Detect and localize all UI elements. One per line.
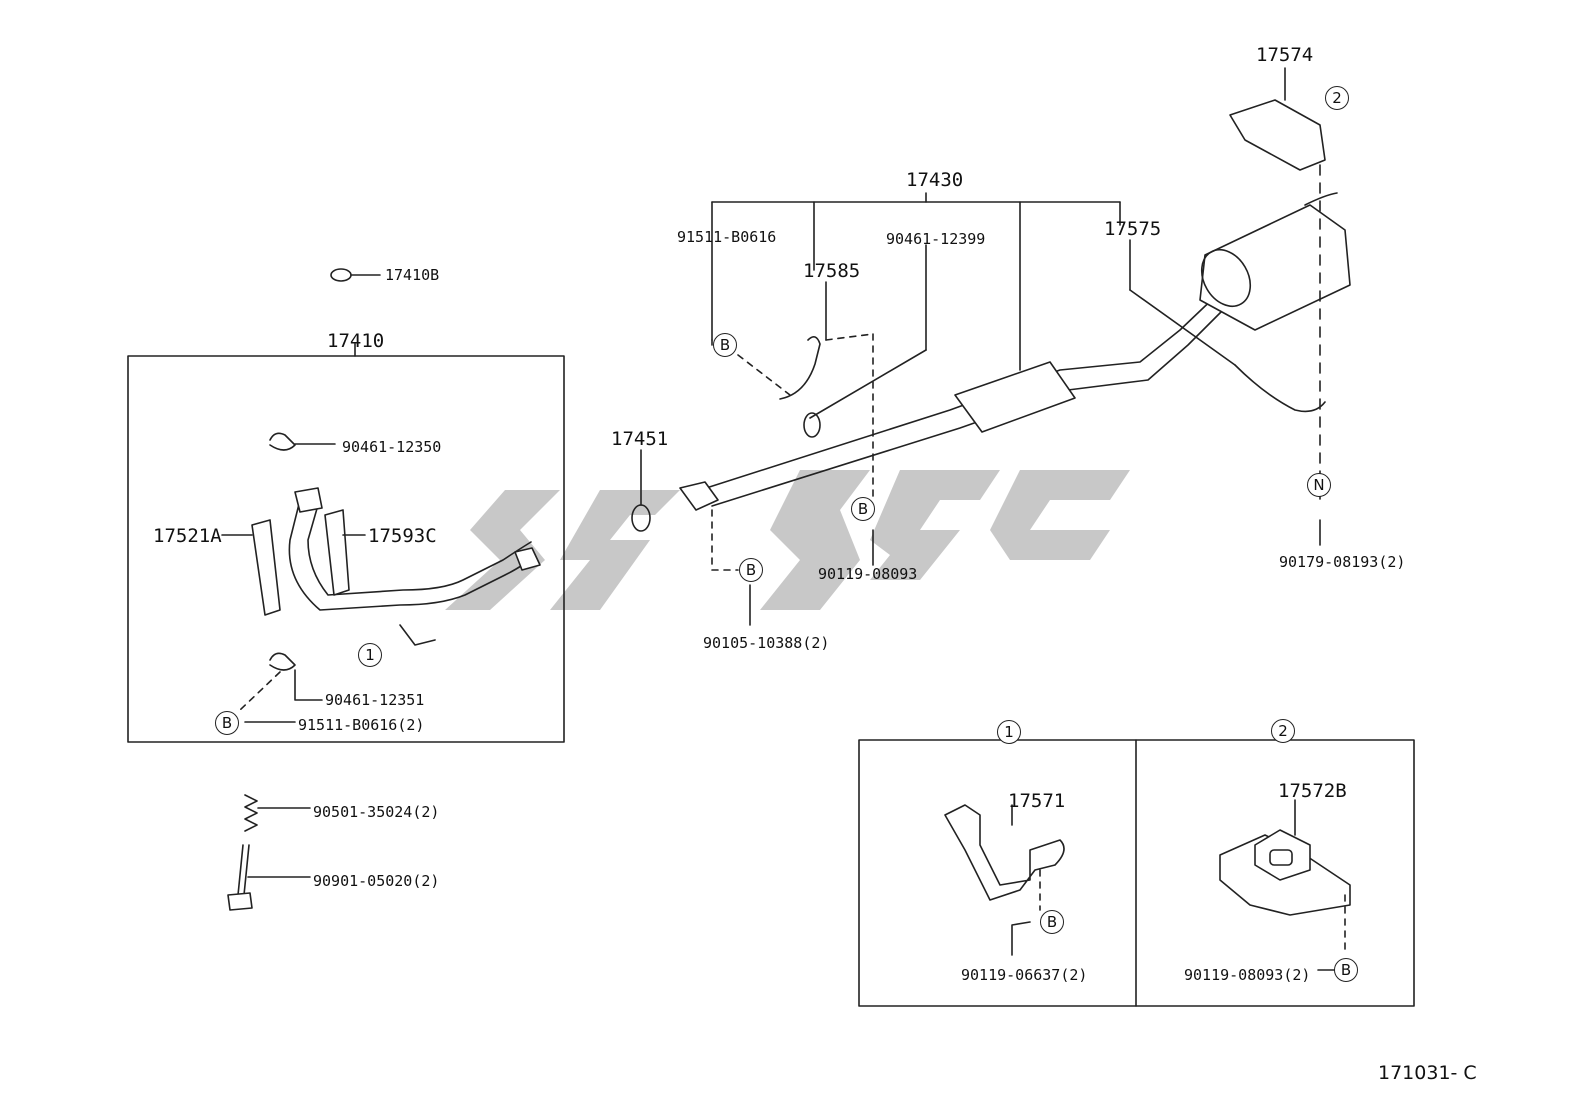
label-90105-10388: 90105-10388(2): [703, 634, 830, 652]
marker-b-1: B: [713, 333, 737, 357]
label-90119-08093-2: 90119-08093(2): [1184, 966, 1311, 984]
label-17575: 17575: [1104, 218, 1162, 240]
diagram-reference-number: 171031- C: [1378, 1062, 1477, 1084]
label-90179-08193: 90179-08193(2): [1279, 553, 1406, 571]
marker-2-top: 2: [1325, 86, 1349, 110]
label-17410: 17410: [327, 330, 385, 352]
label-17571: 17571: [1008, 790, 1066, 812]
label-17451: 17451: [611, 428, 669, 450]
label-90501-35024: 90501-35024(2): [313, 803, 440, 821]
marker-b-5: B: [1040, 910, 1064, 934]
label-90119-06637: 90119-06637(2): [961, 966, 1088, 984]
marker-1-panel: 1: [997, 720, 1021, 744]
label-90461-12350: 90461-12350: [342, 438, 442, 456]
marker-b-2: B: [851, 497, 875, 521]
label-90901-05020: 90901-05020(2): [313, 872, 440, 890]
label-90461-12399: 90461-12399: [886, 230, 986, 248]
label-91511-b0616: 91511-B0616: [677, 228, 777, 246]
marker-b-3: B: [739, 558, 763, 582]
watermark: [445, 470, 1130, 610]
label-17430: 17430: [906, 169, 964, 191]
label-17574: 17574: [1256, 44, 1314, 66]
marker-b-6: B: [1334, 958, 1358, 982]
box-17410: [127, 355, 565, 743]
label-17585: 17585: [803, 260, 861, 282]
label-90119-08093: 90119-08093: [818, 565, 918, 583]
label-17593c: 17593C: [368, 525, 437, 547]
marker-n: N: [1307, 473, 1331, 497]
marker-1-box: 1: [358, 643, 382, 667]
marker-2-panel: 2: [1271, 719, 1295, 743]
label-90461-12351: 90461-12351: [325, 691, 425, 709]
marker-b-4: B: [215, 711, 239, 735]
label-17521a: 17521A: [153, 525, 222, 547]
label-17572b: 17572B: [1278, 780, 1347, 802]
label-91511-b0616-2: 91511-B0616(2): [298, 716, 425, 734]
label-17410b: 17410B: [385, 266, 440, 284]
